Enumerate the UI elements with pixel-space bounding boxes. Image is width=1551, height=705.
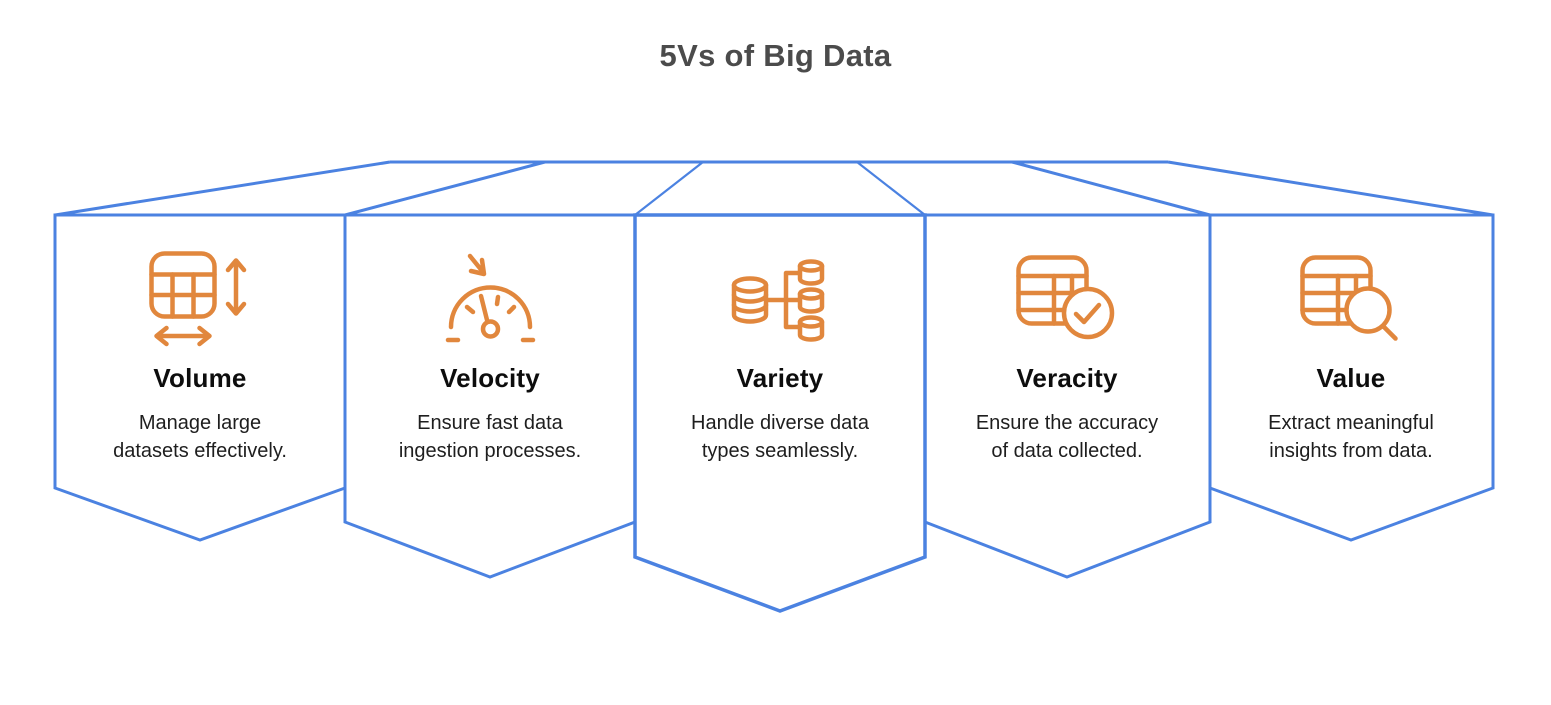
table-search-icon (1300, 255, 1398, 341)
card-desc-value: Extract meaningful insights from data. (1268, 412, 1434, 462)
page-title: 5Vs of Big Data (659, 38, 892, 73)
roof-diagonal (344, 160, 546, 217)
card-velocity: Velocity Ensure fast data ingestion proc… (345, 215, 635, 465)
perspective-roof (54, 160, 1494, 217)
variety-icon-wrap (730, 249, 830, 349)
card-title-velocity: Velocity (440, 363, 540, 393)
card-title-value: Value (1316, 363, 1386, 393)
roof-diagonal (54, 160, 391, 217)
card-variety: Variety Handle diverse data types seamle… (635, 215, 925, 465)
roof-diagonal (1011, 160, 1211, 217)
card-veracity: Veracity Ensure the accuracy of data col… (922, 215, 1212, 465)
card-title-variety: Variety (736, 363, 824, 393)
value-icon-wrap (1298, 249, 1404, 349)
card-title-volume: Volume (153, 363, 247, 393)
card-title-veracity: Veracity (1016, 363, 1118, 393)
roof-diagonal (634, 161, 704, 216)
card-desc-velocity: Ensure fast data ingestion processes. (398, 412, 582, 462)
velocity-icon-wrap (437, 249, 543, 349)
card-desc-variety: Handle diverse data types seamlessly. (691, 412, 869, 462)
table-check-icon (1016, 255, 1115, 340)
banner-shape-volume (53, 213, 347, 542)
database-branch-icon (731, 259, 825, 342)
card-desc-volume: Manage large datasets effectively. (113, 412, 287, 462)
roof-diagonal (856, 161, 926, 216)
table-resize-icon (149, 251, 247, 347)
banner-shape-velocity (343, 213, 637, 579)
card-desc-veracity: Ensure the accuracy of data collected. (975, 412, 1159, 462)
card-volume: Volume Manage large datasets effectively… (55, 215, 345, 465)
volume-icon-wrap (147, 249, 253, 349)
banner-shape-variety (633, 213, 927, 613)
card-value: Value Extract meaningful insights from d… (1206, 215, 1496, 465)
speedometer-icon (445, 253, 536, 343)
roof-diagonal (1167, 160, 1494, 217)
veracity-icon-wrap (1014, 249, 1120, 349)
